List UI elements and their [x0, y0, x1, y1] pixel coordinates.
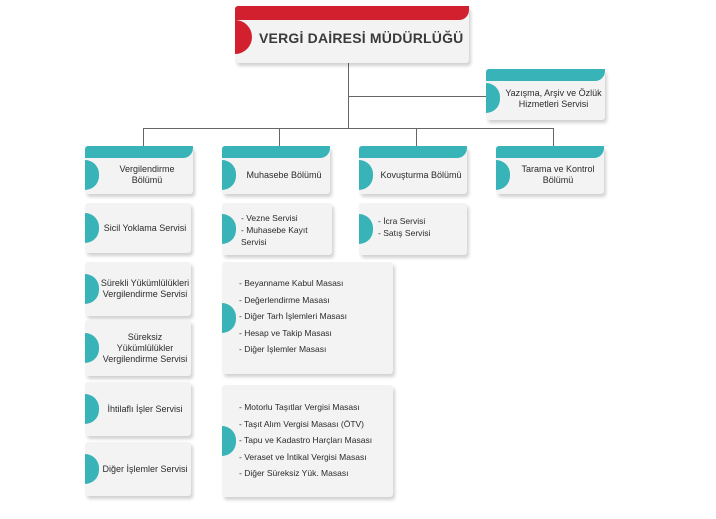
- connector-staff-branch: [348, 96, 488, 97]
- connector-drop-kovusturma: [416, 128, 417, 146]
- service-box-ihtilafli: İhtilaflı İşler Servisi: [85, 382, 191, 436]
- department-box-muhasebe: Muhasebe Bölümü: [222, 146, 330, 194]
- staff-unit-box: Yazışma, Arşiv ve Özlük Hizmetleri Servi…: [486, 69, 605, 120]
- desk-half-circle-accent: [222, 426, 236, 456]
- service-box-sicil-yoklama: Sicil Yoklama Servisi: [85, 203, 191, 253]
- department-tab-accent: [496, 146, 604, 158]
- muhasebe-services-box: - Vezne Servisi - Muhasebe Kayıt Servisi: [222, 203, 332, 255]
- service-half-circle-accent: [85, 333, 99, 363]
- list-item: - Muhasebe Kayıt Servisi: [241, 225, 308, 247]
- service-half-circle-accent: [359, 214, 373, 244]
- muhasebe-services-list: - Vezne Servisi - Muhasebe Kayıt Servisi: [241, 212, 329, 248]
- root-box: [235, 6, 469, 63]
- department-label: Tarama ve Kontrol Bölümü: [521, 164, 595, 185]
- service-box-sureksiz: Süreksiz Yükümlülükler Vergilendirme Ser…: [85, 320, 191, 376]
- service-box-surekli: Sürekli Yükümlülükleri Vergilendirme Ser…: [85, 262, 191, 316]
- department-tab-accent: [359, 146, 467, 158]
- department-tab-accent: [85, 146, 193, 158]
- list-item: - Beyanname Kabul Masası: [239, 278, 344, 288]
- service-half-circle-accent: [85, 213, 99, 243]
- service-half-circle-accent: [85, 454, 99, 484]
- staff-unit-label: Yazışma, Arşiv ve Özlük Hizmetleri Servi…: [505, 88, 602, 109]
- service-half-circle-accent: [85, 274, 99, 304]
- muhasebe-desks-list-2: - Motorlu Taşıtlar Vergisi Masası - Taşı…: [239, 401, 391, 484]
- connector-drop-tarama: [553, 128, 554, 146]
- department-label: Muhasebe Bölümü: [246, 169, 322, 180]
- kovusturma-services-list: - İcra Servisi - Satış Servisi: [378, 215, 464, 239]
- connector-department-bus: [143, 128, 554, 129]
- list-item: - Diğer Süreksiz Yük. Masası: [239, 468, 349, 478]
- list-item: - Diğer İşlemler Masası: [239, 344, 327, 354]
- org-title: VERGİ DAİRESİ MÜDÜRLÜĞÜ: [259, 30, 464, 46]
- list-item: - Taşıt Alım Vergisi Masası (ÖTV): [239, 418, 365, 429]
- connector-drop-vergilendirme: [143, 128, 144, 146]
- list-item: - Tapu ve Kadastro Harçları Masası: [239, 435, 373, 445]
- muhasebe-desks-box-2: - Motorlu Taşıtlar Vergisi Masası - Taşı…: [222, 385, 393, 497]
- department-half-circle-accent: [359, 160, 373, 190]
- list-item: - Veraset ve İntikal Vergisi Masası: [239, 451, 367, 462]
- muhasebe-desks-list-1: - Beyanname Kabul Masası - Değerlendirme…: [239, 277, 389, 360]
- department-box-tarama: Tarama ve Kontrol Bölümü: [496, 146, 604, 194]
- service-label: Süreksiz Yükümlülükler Vergilendirme Ser…: [102, 331, 188, 364]
- root-half-circle-accent: [235, 20, 252, 54]
- department-box-kovusturma: Kovuşturma Bölümü: [359, 146, 467, 194]
- connector-root-trunk: [348, 63, 349, 128]
- service-half-circle-accent: [222, 214, 236, 244]
- department-label: Vergilendirme Bölümü: [119, 164, 175, 185]
- staff-unit-half-circle-accent: [486, 83, 500, 113]
- department-tab-accent: [222, 146, 330, 158]
- list-item: - Değerlendirme Masası: [239, 294, 330, 305]
- department-half-circle-accent: [85, 160, 99, 190]
- service-label: İhtilaflı İşler Servisi: [107, 403, 183, 414]
- list-item: - Hesap ve Takip Masası: [239, 327, 332, 338]
- service-label: Sicil Yoklama Servisi: [103, 222, 187, 233]
- desk-half-circle-accent: [222, 303, 236, 333]
- department-half-circle-accent: [496, 160, 510, 190]
- root-tab-accent: [235, 6, 469, 20]
- service-half-circle-accent: [85, 394, 99, 424]
- list-item: - Vezne Servisi: [241, 213, 298, 223]
- list-item: - Motorlu Taşıtlar Vergisi Masası: [239, 402, 360, 412]
- connector-drop-muhasebe: [279, 128, 280, 146]
- kovusturma-services-box: - İcra Servisi - Satış Servisi: [359, 203, 467, 255]
- service-box-diger-islemler: Diğer İşlemler Servisi: [85, 442, 191, 496]
- service-label: Diğer İşlemler Servisi: [102, 463, 188, 474]
- list-item: - İcra Servisi: [378, 216, 426, 226]
- list-item: - Diğer Tarh İşlemleri Masası: [239, 311, 348, 321]
- muhasebe-desks-box-1: - Beyanname Kabul Masası - Değerlendirme…: [222, 262, 393, 374]
- list-item: - Satış Servisi: [378, 228, 431, 238]
- service-label: Sürekli Yükümlülükleri Vergilendirme Ser…: [100, 278, 190, 299]
- department-label: Kovuşturma Bölümü: [380, 169, 462, 180]
- department-box-vergilendirme: Vergilendirme Bölümü: [85, 146, 193, 194]
- department-half-circle-accent: [222, 160, 236, 190]
- staff-unit-tab-accent: [486, 69, 605, 81]
